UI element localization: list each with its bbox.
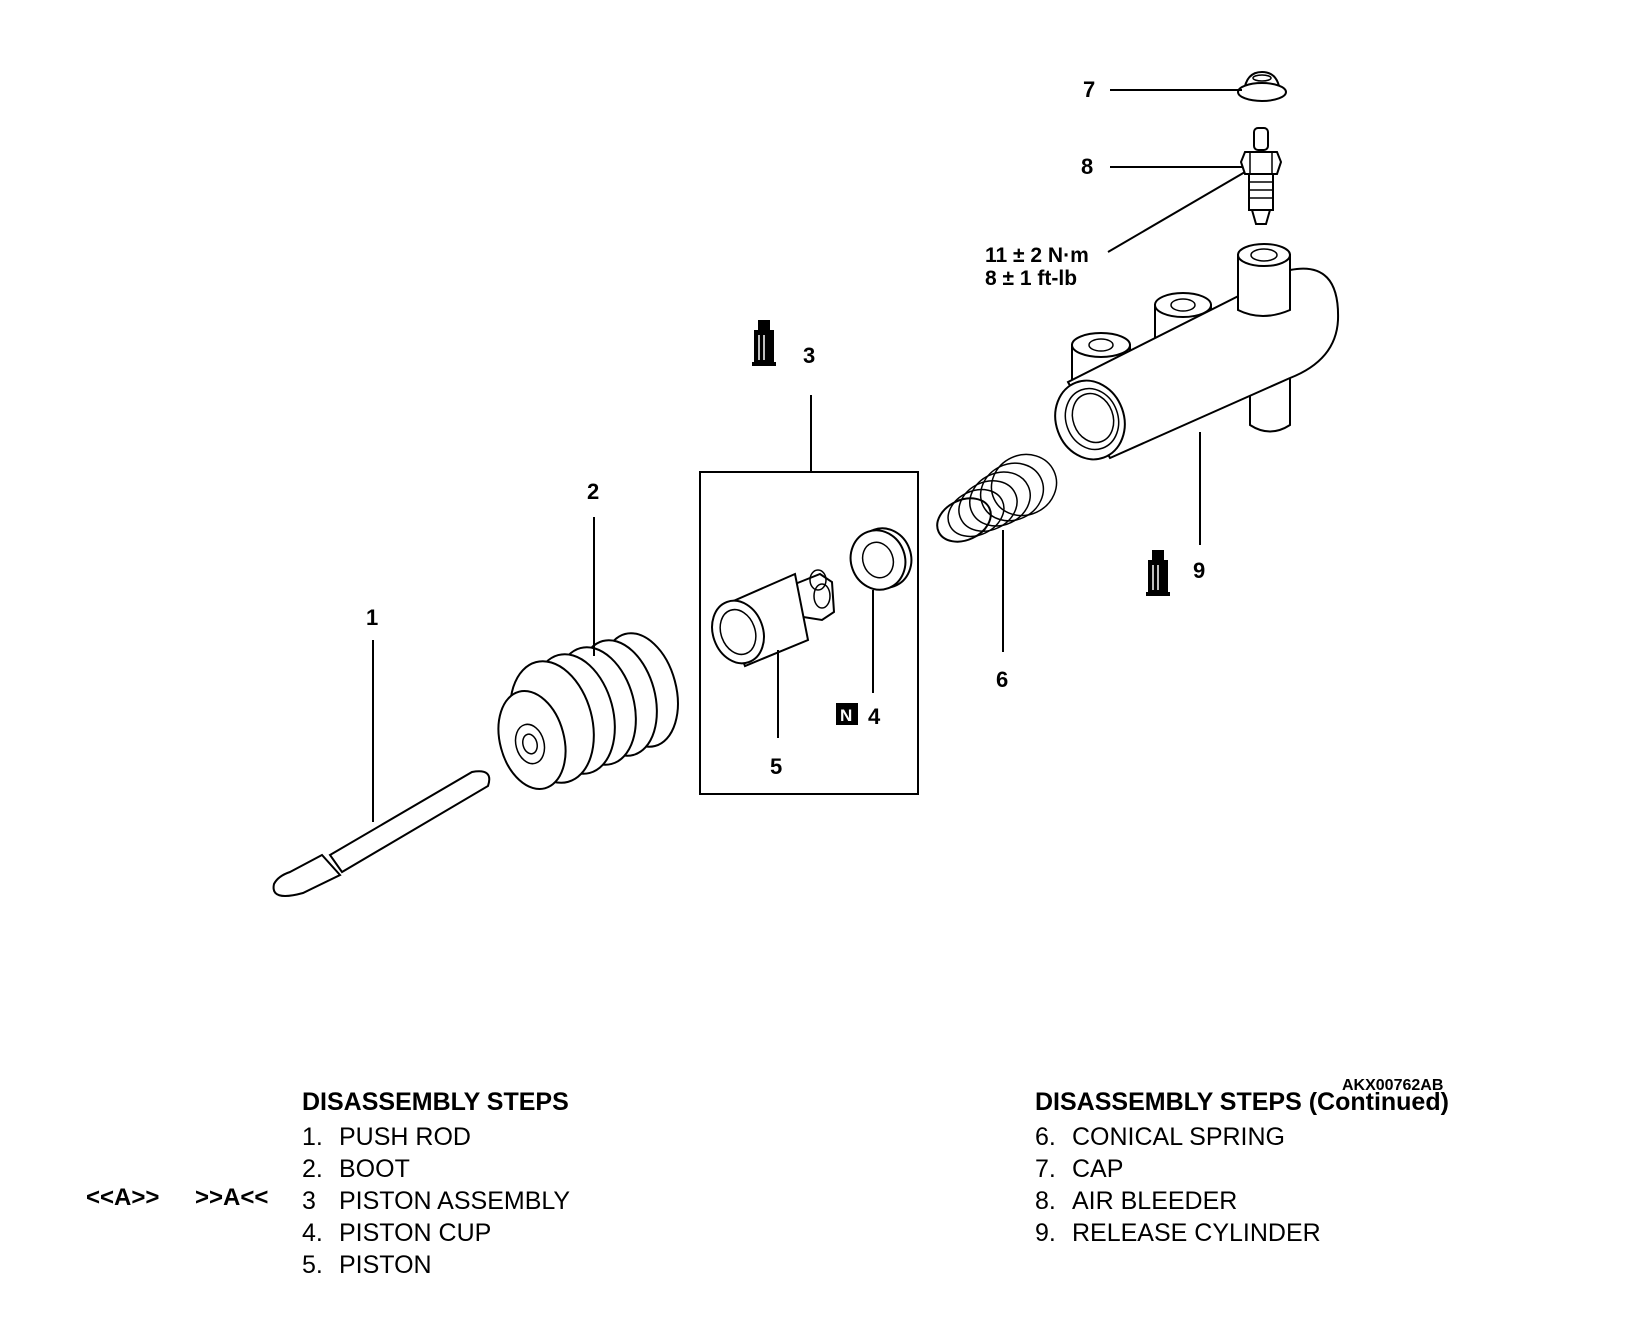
piston-assembly-box [699, 471, 919, 795]
callout-1: 1 [366, 605, 378, 630]
figure-code: AKX00762AB [1342, 1077, 1443, 1094]
step-item: 4.PISTON CUP [302, 1219, 492, 1247]
torque-leader-line [1107, 171, 1246, 253]
steps-title: DISASSEMBLY STEPS [302, 1088, 569, 1116]
step-item: 9.RELEASE CYLINDER [1035, 1219, 1321, 1247]
step-item: 7.CAP [1035, 1155, 1124, 1183]
torque-imperial: 8 ± 1 ft-lb [985, 267, 1077, 290]
piston-cup-part [849, 527, 913, 591]
release-cylinder-part [1054, 243, 1340, 461]
callout-6: 6 [996, 667, 1008, 692]
callout-7: 7 [1083, 77, 1095, 102]
callout-5: 5 [770, 754, 782, 779]
air-bleeder-part [1239, 127, 1283, 225]
step-item: 5.PISTON [302, 1251, 432, 1279]
svg-text:N: N [840, 706, 852, 725]
step-item: 1.PUSH ROD [302, 1123, 471, 1151]
disassembly-steps-continued-list: DISASSEMBLY STEPS (Continued) 6.CONICAL … [1035, 1088, 1449, 1249]
grease-bottle-icon [752, 320, 776, 366]
step-item: 2.BOOT [302, 1155, 410, 1183]
installation-reference-mark: >>A<< [195, 1184, 269, 1211]
boot-part [497, 632, 679, 791]
callout-4: 4 [868, 704, 881, 729]
grease-bottle-icon [1146, 550, 1170, 596]
callout-9: 9 [1193, 558, 1205, 583]
piston-part [711, 569, 836, 668]
step-item: 8.AIR BLEEDER [1035, 1187, 1238, 1215]
callout-8: 8 [1081, 154, 1093, 179]
torque-metric: 11 ± 2 N·m [985, 244, 1089, 267]
steps-continued-title: DISASSEMBLY STEPS (Continued) [1035, 1088, 1449, 1116]
push-rod-part [272, 770, 491, 897]
new-part-icon: N [836, 703, 858, 725]
callout-2: 2 [587, 479, 599, 504]
removal-reference-mark: <<A>> [86, 1184, 160, 1211]
step-item: 6.CONICAL SPRING [1035, 1123, 1286, 1151]
conical-spring-part [936, 453, 1058, 543]
cap-part [1237, 70, 1287, 102]
callout-3: 3 [803, 343, 815, 368]
